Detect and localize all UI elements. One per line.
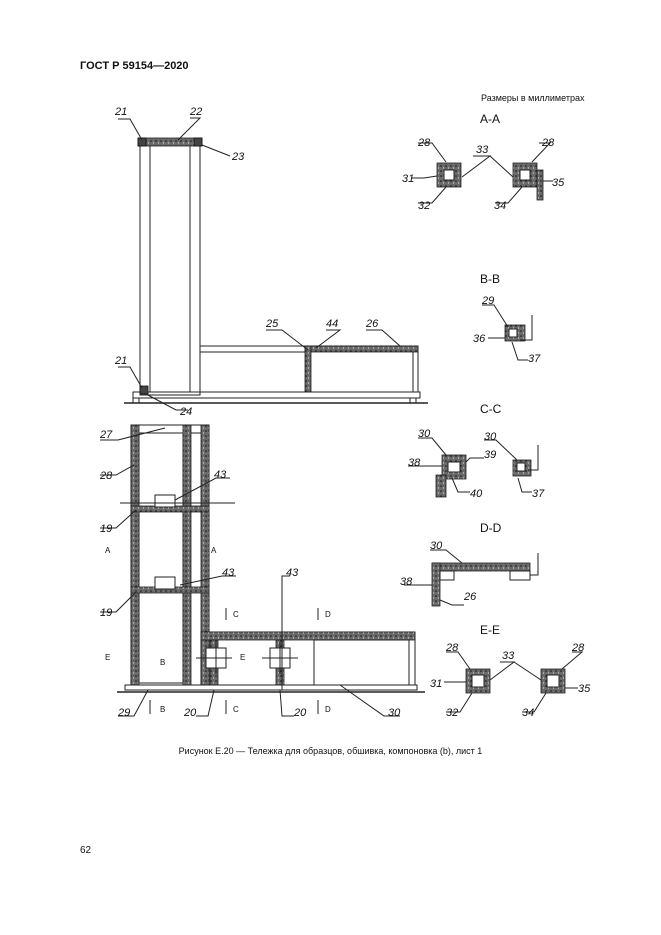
section-title-ee: Е-Е <box>480 623 500 637</box>
label-20-right: 20 <box>293 707 307 719</box>
cut-mark-b-bottom: B <box>160 705 165 714</box>
section-title-dd: D-D <box>480 521 502 535</box>
aa-label-31: 31 <box>402 173 414 185</box>
cc-label-40: 40 <box>470 488 483 500</box>
bb-label-37: 37 <box>528 353 541 365</box>
cut-mark-e-mid: Е <box>240 653 245 662</box>
label-24: 24 <box>179 406 192 418</box>
label-44: 44 <box>326 318 338 330</box>
lower-view <box>100 424 425 717</box>
bb-label-29: 29 <box>481 295 494 307</box>
figure-caption: Рисунок Е.20 — Тележка для образцов, обш… <box>178 746 483 756</box>
cut-mark-c-bottom: C <box>233 705 239 714</box>
dd-label-30: 30 <box>430 540 443 552</box>
label-43-lower: 43 <box>222 567 235 579</box>
label-29: 29 <box>117 707 130 719</box>
page-number: 62 <box>80 845 92 856</box>
label-23: 23 <box>231 151 245 163</box>
section-aa <box>412 142 553 204</box>
cut-mark-d-bottom: D <box>325 705 331 714</box>
cc-label-39: 39 <box>484 449 496 461</box>
ee-label-31: 31 <box>430 678 442 690</box>
bb-label-36: 36 <box>473 333 486 345</box>
aa-label-32: 32 <box>418 200 430 212</box>
ee-label-35: 35 <box>578 683 591 695</box>
aa-label-35: 35 <box>552 177 565 189</box>
cut-mark-a-left: А <box>105 546 111 555</box>
cut-mark-c-top: C <box>233 610 239 619</box>
ee-label-28-left: 28 <box>445 642 459 654</box>
label-25: 25 <box>265 318 279 330</box>
label-43-upper: 43 <box>214 469 227 481</box>
upper-view <box>118 117 428 411</box>
section-title-aa: А-А <box>480 112 500 126</box>
section-ee <box>444 651 584 713</box>
cc-label-37: 37 <box>532 488 545 500</box>
label-19-lower: 19 <box>100 607 112 619</box>
label-26: 26 <box>365 318 379 330</box>
label-27: 27 <box>99 429 113 441</box>
cut-mark-e-left: Е <box>105 653 110 662</box>
dd-label-26: 26 <box>463 591 477 603</box>
section-title-cc: С-С <box>480 402 502 416</box>
document-header: ГОСТ Р 59154—2020 <box>80 60 189 72</box>
ee-label-34: 34 <box>522 707 534 719</box>
aa-label-34: 34 <box>494 200 506 212</box>
ee-label-28-right: 28 <box>571 642 585 654</box>
ee-label-32: 32 <box>446 707 458 719</box>
label-21-top: 21 <box>114 106 127 118</box>
cut-mark-d-top: D <box>325 610 331 619</box>
aa-label-28-right: 28 <box>541 137 555 149</box>
label-22: 22 <box>189 106 202 118</box>
aa-label-28-left: 28 <box>417 137 431 149</box>
cc-label-38: 38 <box>408 457 421 469</box>
cut-mark-b-top: B <box>160 658 165 667</box>
cc-label-30-left: 30 <box>418 428 431 440</box>
label-19-upper: 19 <box>100 523 112 535</box>
cut-mark-a-right: А <box>211 546 217 555</box>
section-dd <box>404 549 539 607</box>
label-43-right: 43 <box>286 567 299 579</box>
cc-label-30-right: 30 <box>484 431 497 443</box>
section-cc <box>408 437 539 498</box>
section-bb <box>482 304 533 361</box>
section-title-bb: В-В <box>480 272 500 286</box>
aa-label-33: 33 <box>476 144 489 156</box>
label-20-left: 20 <box>183 707 197 719</box>
label-28: 28 <box>99 470 113 482</box>
label-21-bottom: 21 <box>114 355 127 367</box>
ee-label-33: 33 <box>502 650 515 662</box>
units-note: Размеры в миллиметрах <box>481 93 585 103</box>
label-30: 30 <box>388 707 401 719</box>
dd-label-38: 38 <box>400 576 413 588</box>
